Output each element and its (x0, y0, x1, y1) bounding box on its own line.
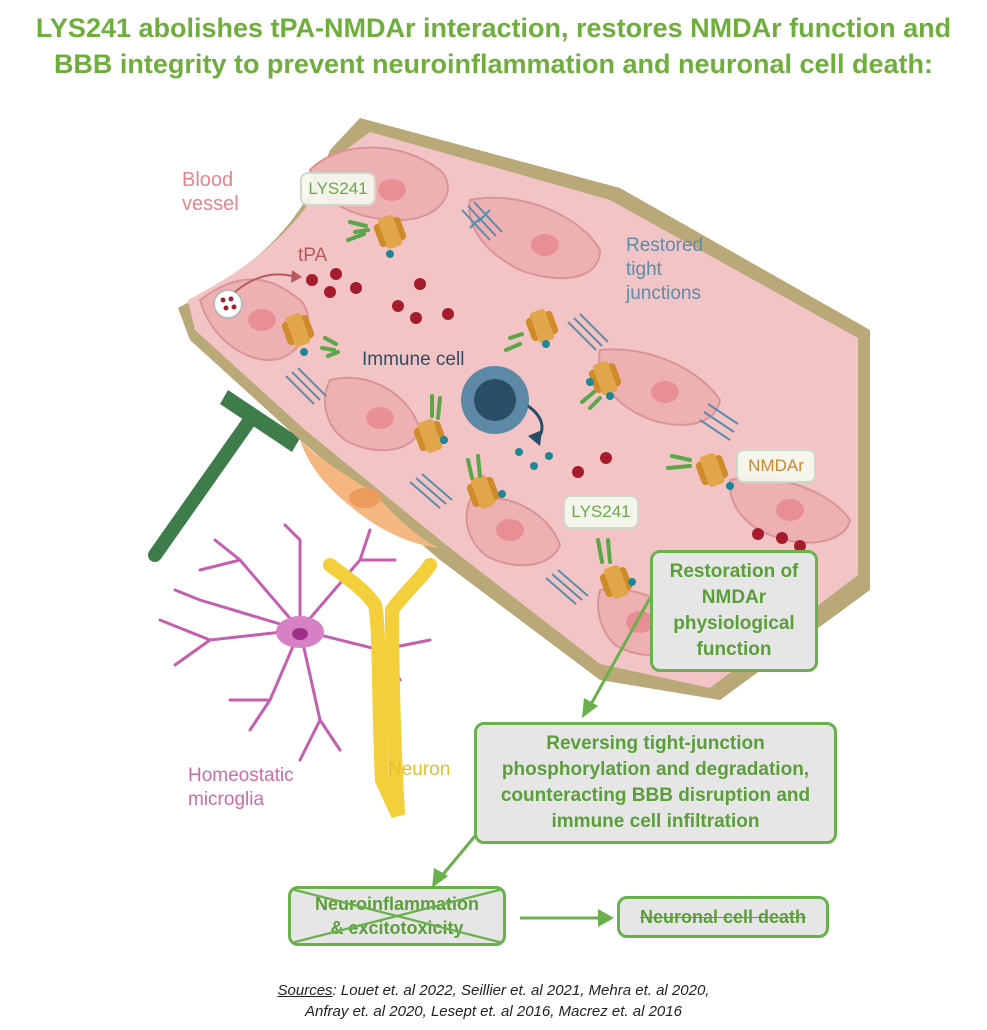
tpa-molecules (306, 268, 806, 552)
box-restoration: Restoration of NMDAr physiological funct… (650, 550, 818, 672)
microglia (158, 523, 432, 762)
crossed-out-mark (291, 889, 503, 943)
box-neuronal-cell-death: Neuronal cell death (617, 896, 829, 938)
neuron (323, 558, 437, 818)
label-nmdar: NMDAr (736, 449, 816, 483)
label-tpa: tPA (298, 245, 328, 266)
tpa-vesicle (213, 270, 302, 319)
label-neuron: Neuron (388, 759, 451, 780)
box-reversing: Reversing tight-junction phosphorylation… (474, 722, 837, 844)
label-immune-cell: Immune cell (362, 349, 465, 370)
box-neuroinflammation: Neuroinflammation & excitotoxicity (288, 886, 506, 946)
label-lys241-bottom: LYS241 (563, 495, 639, 529)
page-title: LYS241 abolishes tPA-NMDAr interaction, … (0, 10, 987, 82)
title-line-1: LYS241 abolishes tPA-NMDAr interaction, … (35, 13, 952, 43)
tight-junctions (285, 201, 739, 605)
title-line-2: BBB integrity to prevent neuroinflammati… (53, 49, 934, 79)
astrocyte-endfoot (148, 390, 300, 562)
immune-cell (461, 366, 553, 470)
nmda-receptors (281, 215, 734, 599)
sources-citation: Sources: Louet et. al 2022, Seillier et.… (277, 982, 710, 1020)
label-lys241-top: LYS241 (300, 172, 376, 206)
flow-arrows (432, 597, 652, 927)
